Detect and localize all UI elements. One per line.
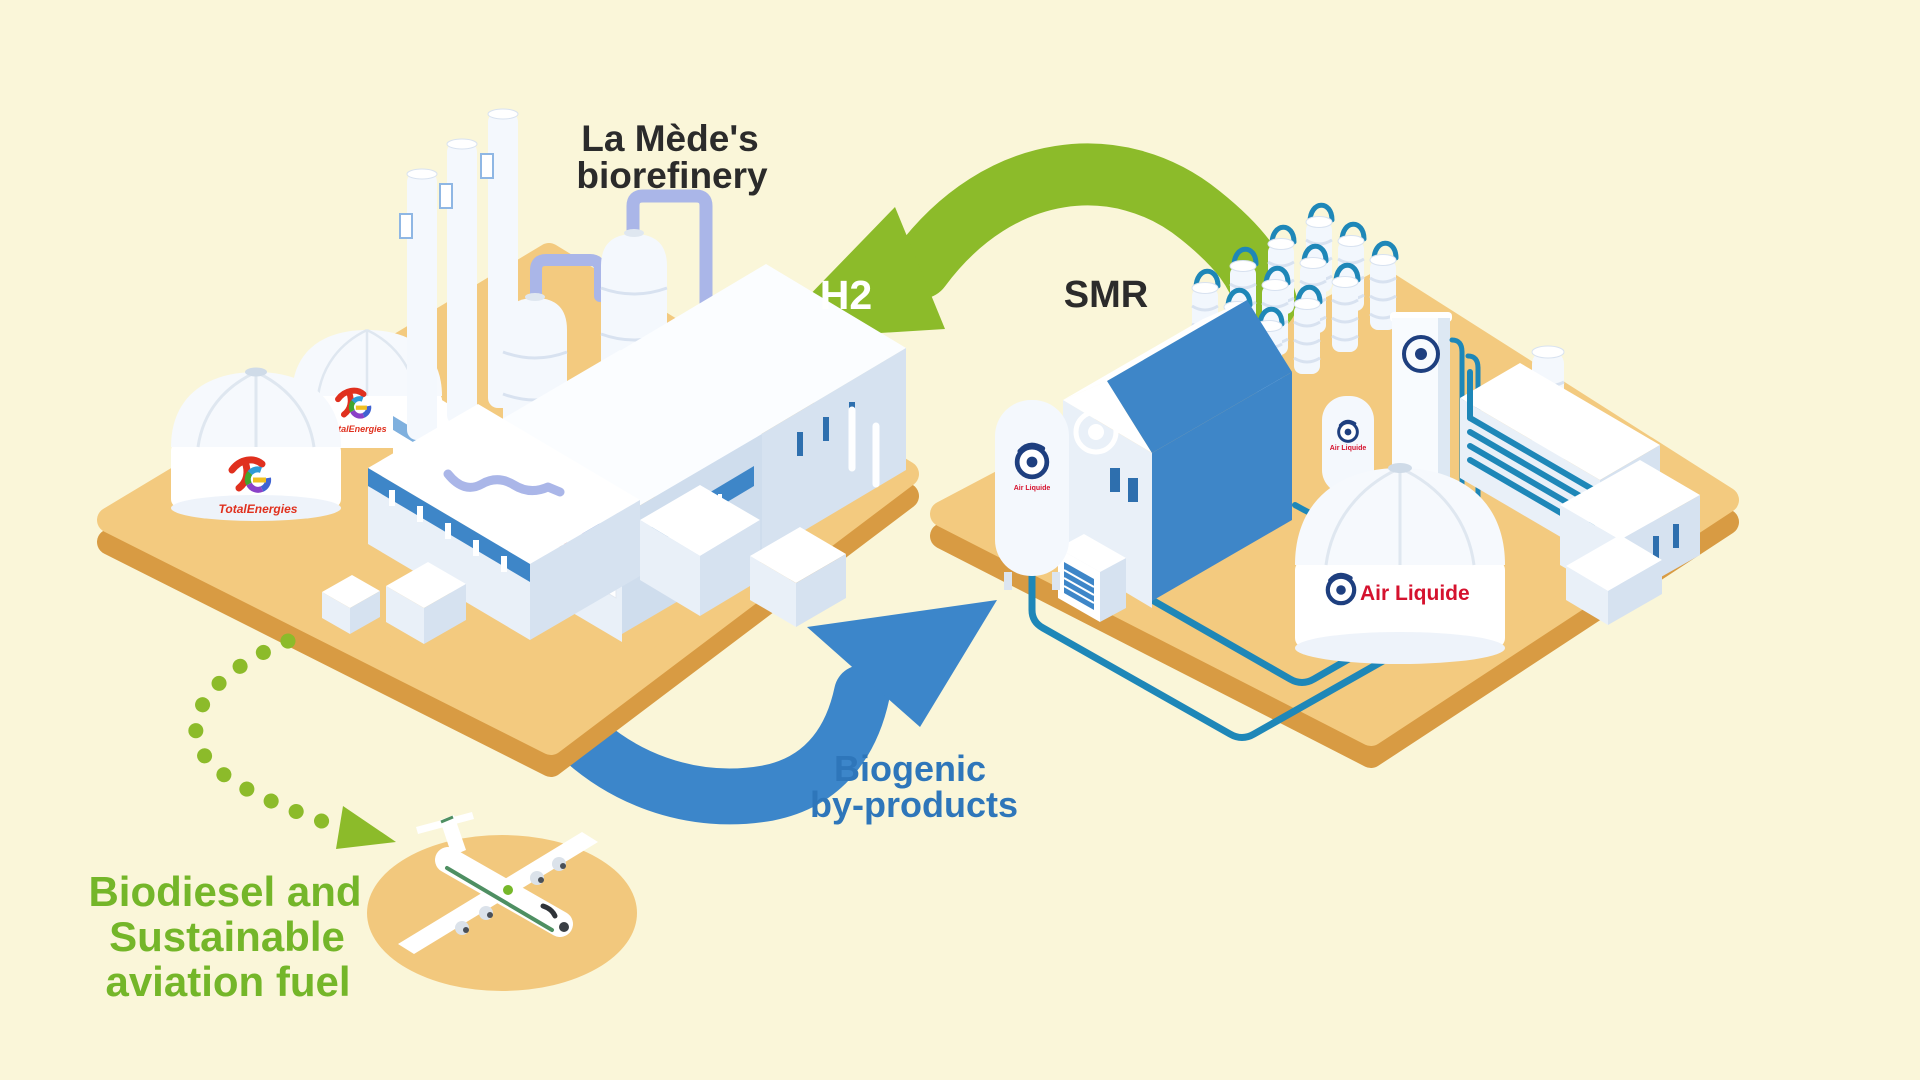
biorefinery-label-line1: La Mède's <box>581 118 758 159</box>
fuel-label-line1: Biodiesel and <box>88 868 361 915</box>
biorefinery-label: La Mède's biorefinery <box>576 118 768 196</box>
fuel-label-line3: aviation fuel <box>105 958 350 1005</box>
small-bullet-tank: Air Liquide <box>1322 396 1374 494</box>
tank-logo-text: TotalEnergies <box>219 502 298 516</box>
biogenic-label: Biogenic by-products <box>810 748 1018 825</box>
chimney-ladders <box>399 153 494 239</box>
air-liquide-ring-icon <box>1402 335 1440 373</box>
biogenic-label-line2: by-products <box>810 784 1018 825</box>
fuel-label-line2: Sustainable <box>109 913 345 960</box>
airplane <box>398 812 598 954</box>
landing-pad <box>367 835 637 991</box>
bullet-tank-logo-text: Air Liquide <box>1014 485 1051 492</box>
smr-label: SMR <box>1064 274 1148 316</box>
biogenic-label-line1: Biogenic <box>834 748 986 789</box>
annex-buildings <box>1560 460 1700 625</box>
overhead-pipes <box>530 189 713 329</box>
biorefinery-plant: TotalEnergies <box>171 108 906 644</box>
tank-logo-text: TotalEnergies <box>327 424 386 434</box>
biogenic-arrowhead <box>807 600 997 727</box>
smr-building <box>1058 300 1292 622</box>
air-liquide-ring-icon <box>1073 409 1119 455</box>
air-liquide-dome-tank: Air Liquide <box>1295 463 1505 664</box>
fuel-dotted-arrow <box>188 633 396 849</box>
biogenic-by-products-arrow <box>530 600 997 825</box>
louver-vent <box>1058 534 1126 622</box>
biorefinery-label-line2: biorefinery <box>576 155 768 196</box>
annex-boxes <box>322 406 880 644</box>
dome-tank-logo-text: Air Liquide <box>1360 582 1470 605</box>
fuel-label: Biodiesel and Sustainable aviation fuel <box>88 868 361 1005</box>
small-tank-logo-text: Air Liquide <box>1330 445 1367 452</box>
air-liquide-bullet-tank: Air Liquide <box>995 400 1069 590</box>
smr-plant: Air Liquide <box>995 205 1700 741</box>
base-pipes <box>443 469 565 497</box>
storage-tank-front: TotalEnergies <box>171 367 341 521</box>
h2-label: H2 <box>820 272 872 318</box>
fuel-arrowhead <box>336 806 396 849</box>
airplane-group <box>367 812 637 991</box>
